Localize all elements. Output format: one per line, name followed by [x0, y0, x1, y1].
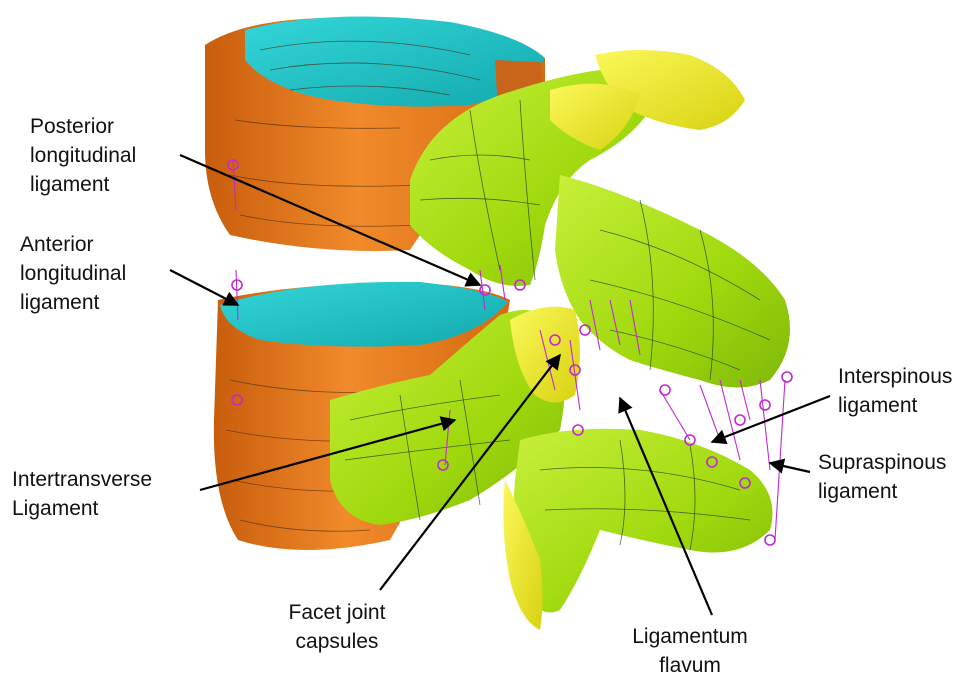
- supraspinous-leader: [770, 463, 810, 472]
- label-posterior-longitudinal-ligament: Posterior longitudinal ligament: [30, 112, 136, 199]
- label-interspinous-ligament: Interspinous ligament: [838, 362, 952, 420]
- label-intertransverse-ligament: Intertransverse Ligament: [12, 465, 152, 523]
- label-facet-joint-capsules: Facet joint capsules: [282, 598, 392, 656]
- label-anterior-longitudinal-ligament: Anterior longitudinal ligament: [20, 230, 126, 317]
- label-ligamentum-flavum: Ligamentum flavum: [625, 622, 755, 680]
- anterior-longitudinal-leader: [170, 270, 238, 305]
- label-supraspinous-ligament: Supraspinous ligament: [818, 448, 946, 506]
